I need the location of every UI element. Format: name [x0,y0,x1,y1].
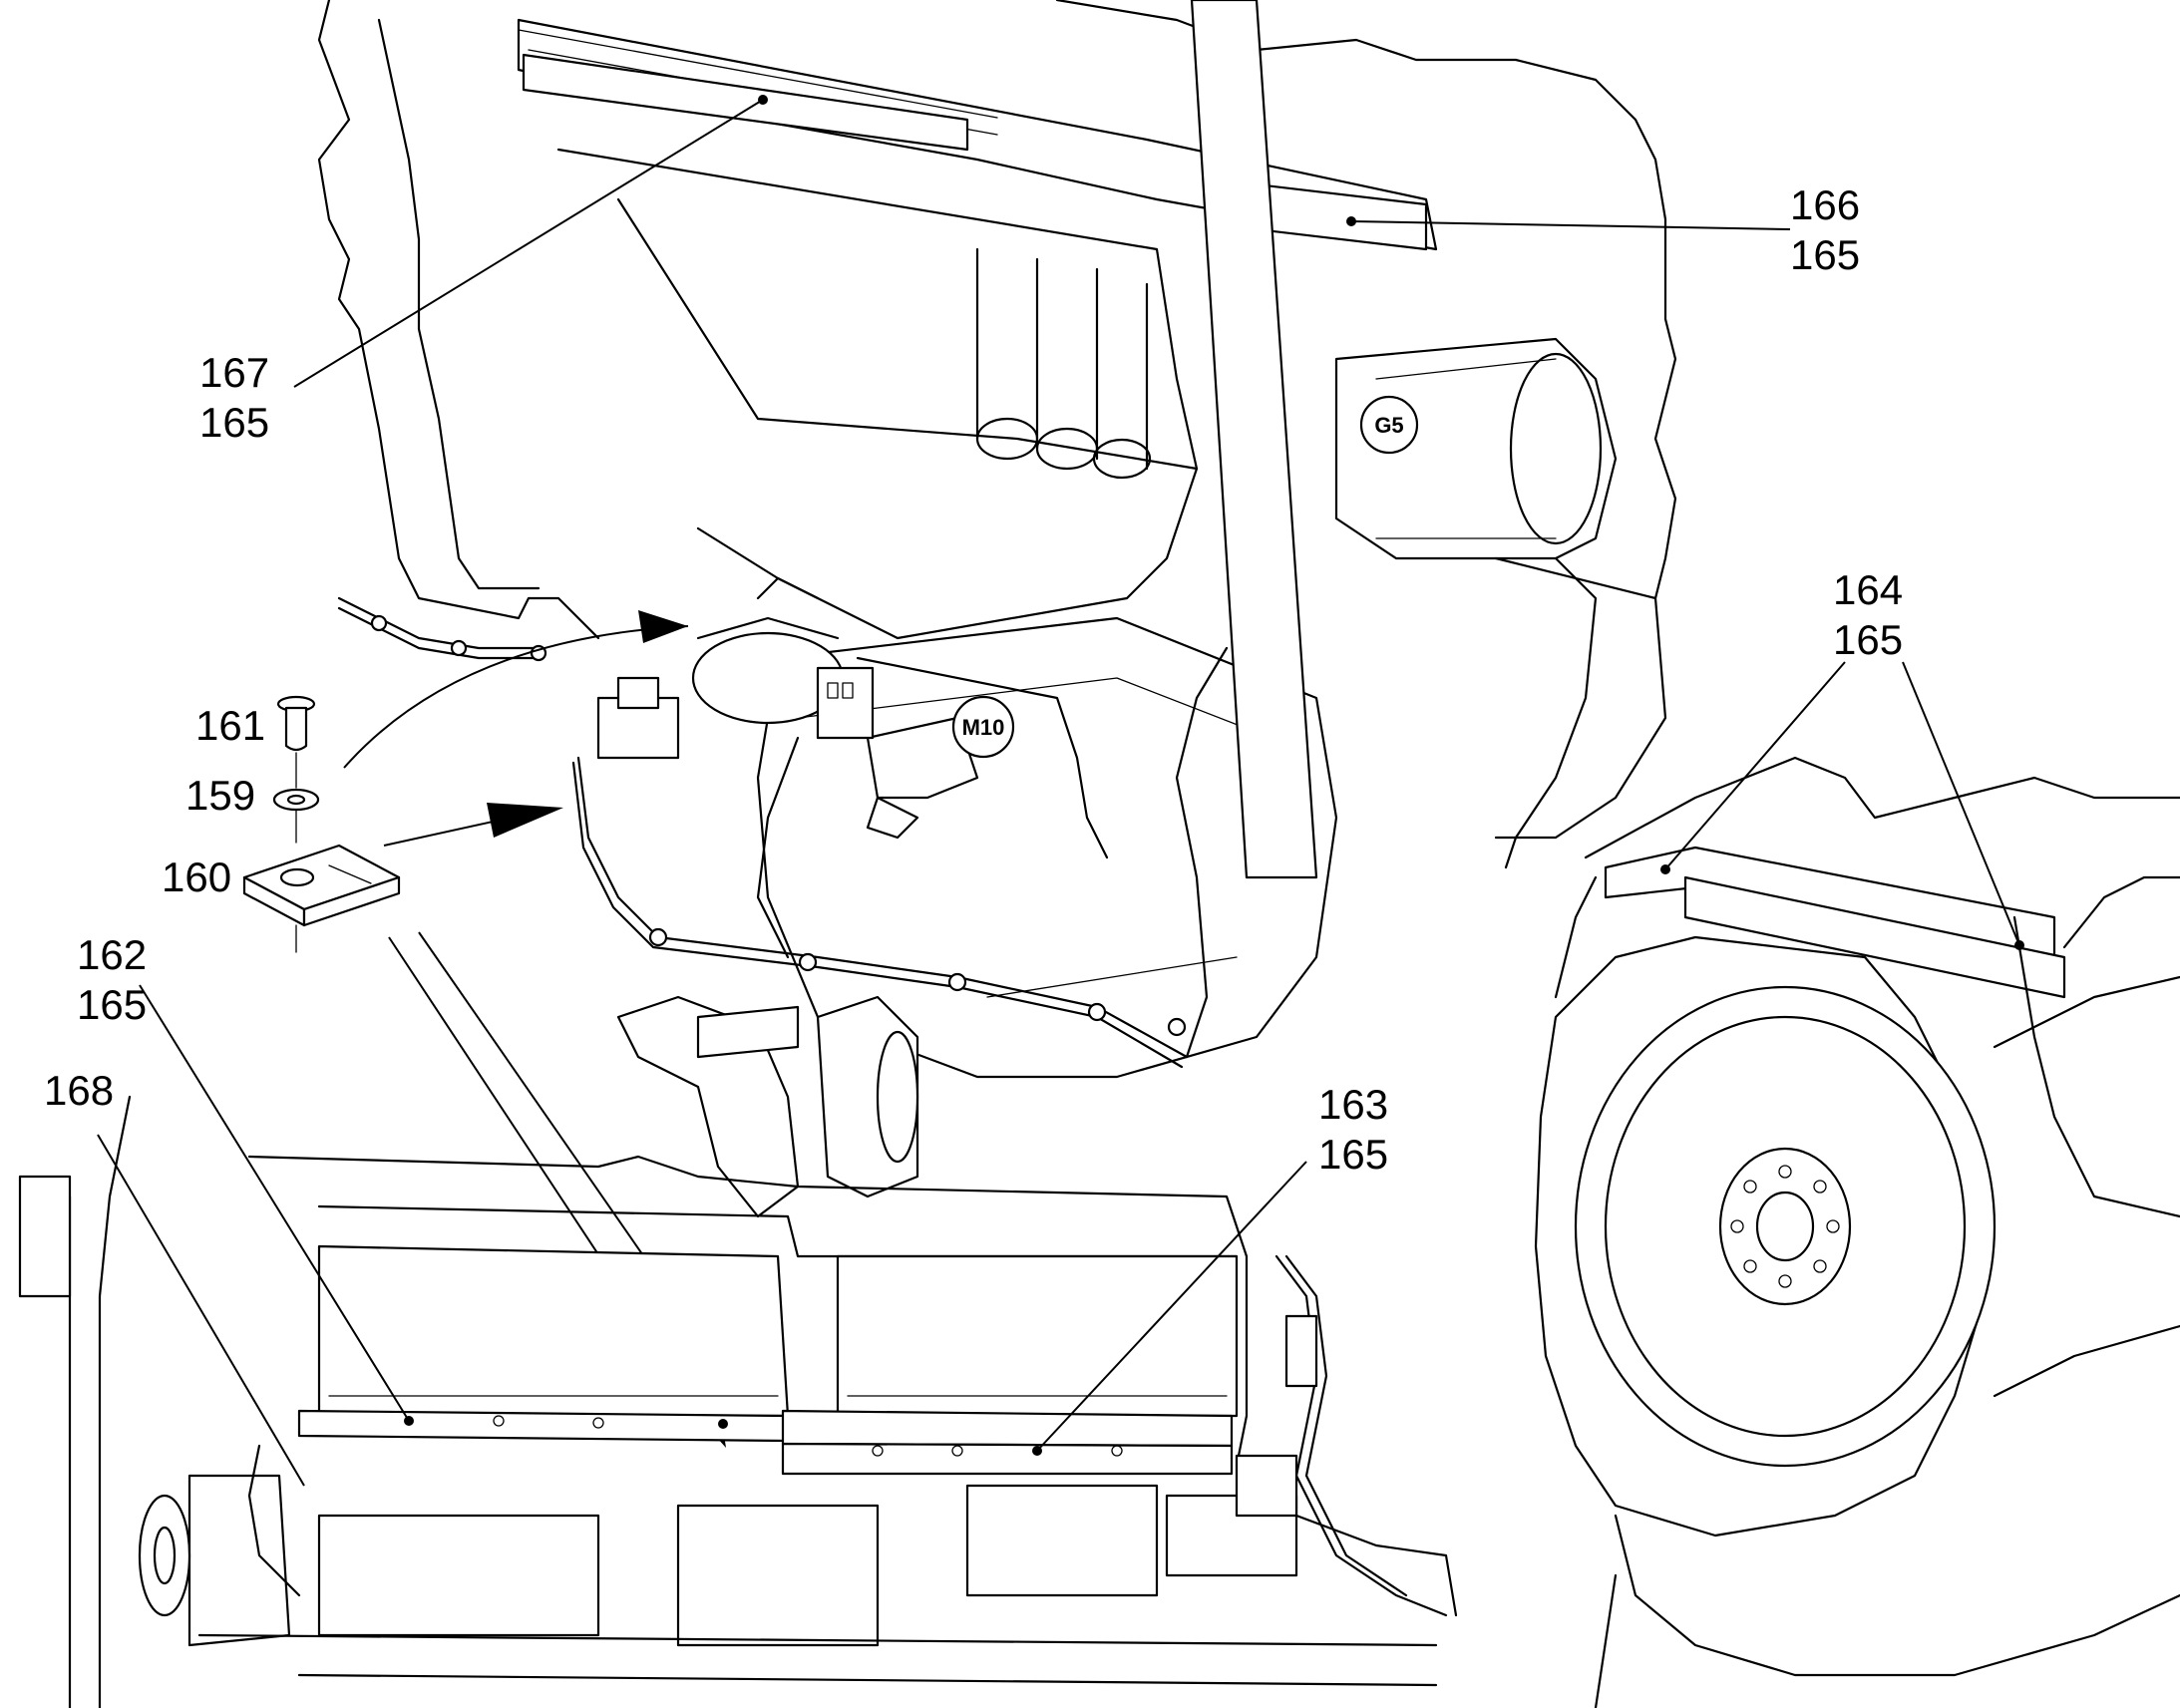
callout-165-b: 165 [1790,231,1860,278]
callout-163: 163 [1318,1081,1388,1128]
flywheel-bolts [1730,1165,1840,1288]
g5-label: G5 [1374,413,1403,438]
callout-160: 160 [162,854,231,900]
hardware-stack [242,695,401,953]
callout-164: 164 [1833,566,1903,613]
lower-engine-assembly [18,995,1458,1708]
clamp-block-160 [242,844,401,927]
callout-165-a: 165 [199,399,269,446]
callout-161: 161 [195,702,265,749]
badge-m10: M10 [951,695,1015,759]
leader-lines [97,99,2020,1487]
callout-165-d: 165 [77,981,147,1028]
callout-159: 159 [185,772,255,819]
callouts: 167 165 166 165 161 159 160 164 165 162 … [44,181,1903,1178]
washer-159 [272,788,320,812]
right-engine-assembly [1534,756,2180,1708]
bolt-161 [276,695,316,752]
upper-engine-assembly [317,0,1677,1079]
callout-162: 162 [77,931,147,978]
m10-label: M10 [962,715,1005,740]
callout-165-e: 165 [1318,1131,1388,1178]
badge-g5: G5 [1359,395,1419,455]
callout-165-c: 165 [1833,616,1903,663]
callout-168: 168 [44,1067,114,1114]
callout-166: 166 [1790,181,1860,228]
callout-167: 167 [199,349,269,396]
